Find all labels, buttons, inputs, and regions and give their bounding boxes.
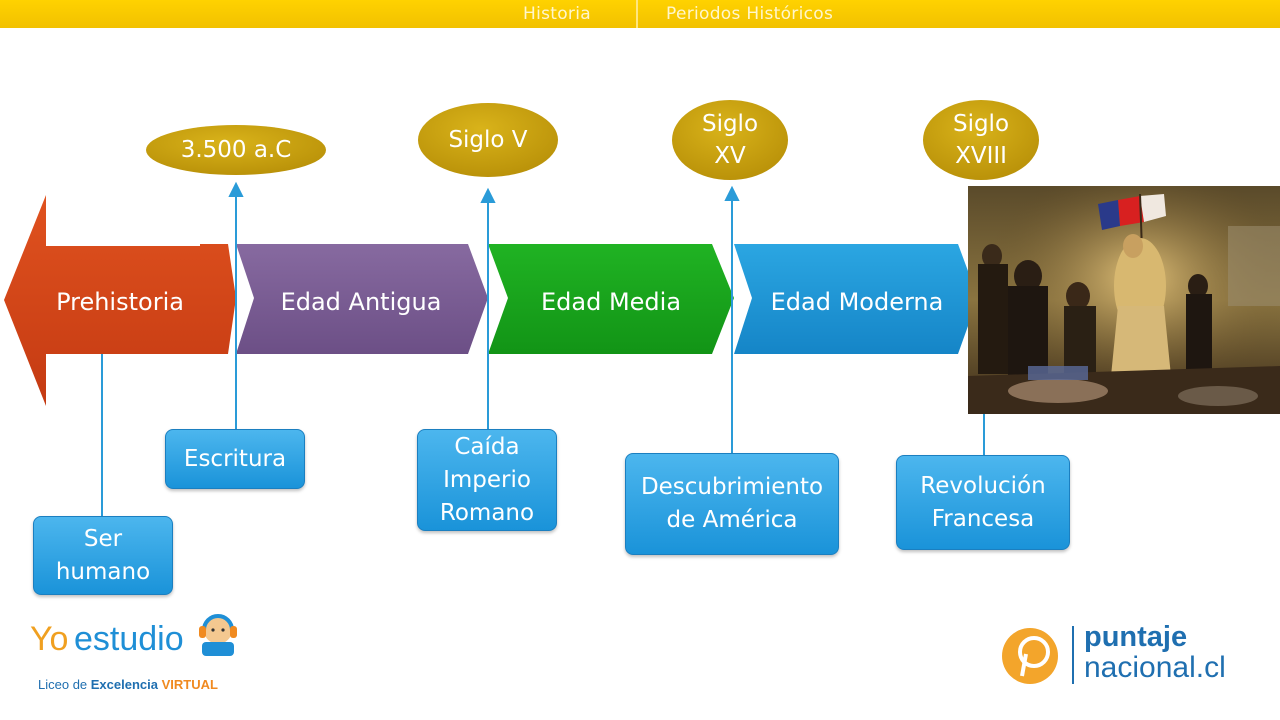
event-line: Imperio (443, 466, 531, 493)
period-arrow-edad-media (488, 244, 734, 354)
student-headphones-icon (199, 614, 237, 656)
event-line: Romano (439, 499, 535, 526)
revolution-painting-image (968, 186, 1280, 414)
period-label-edad-antigua: Edad Antigua (280, 288, 442, 316)
period-label-prehistoria: Prehistoria (56, 288, 184, 316)
date-line: XV (714, 143, 746, 169)
tagline-part: VIRTUAL (161, 677, 218, 692)
date-text-3500ac: 3.500 a.C (146, 134, 326, 166)
date-oval-siglo-xv (672, 100, 788, 180)
date-text-siglo-xv: Siglo XV (672, 108, 788, 172)
event-line: Francesa (931, 505, 1035, 532)
painting-illustration (968, 186, 1280, 414)
event-line: Caída (454, 433, 520, 460)
logo-divider (1072, 626, 1074, 684)
breadcrumb-subject: Historia (523, 4, 591, 24)
date-oval-siglo-v (418, 103, 558, 177)
event-line: Escritura (183, 445, 287, 472)
date-line: 3.500 a.C (180, 137, 292, 163)
date-line: Siglo V (448, 127, 528, 153)
period-label-edad-media: Edad Media (540, 288, 682, 316)
period-arrow-edad-antigua (236, 244, 488, 354)
event-box-ser-humano: Ser humano (33, 516, 173, 595)
logo-puntaje-text: puntaje (1084, 621, 1188, 653)
puntaje-orange-circle-icon (1002, 628, 1058, 684)
arrowhead-caida-imperio (480, 187, 496, 203)
logo-estudio-text: estudio (74, 620, 184, 658)
period-arrow-prehistoria (4, 195, 236, 406)
breadcrumb-divider (636, 0, 638, 28)
event-line: Descubrimiento (640, 474, 824, 500)
logo-yo-text: Yo (30, 620, 69, 658)
arrowhead-descubrimiento (724, 185, 740, 201)
date-line: XVIII (955, 143, 1007, 169)
logo-tagline: Liceo de Excelencia VIRTUAL (38, 677, 218, 692)
date-text-siglo-v: Siglo V (418, 124, 558, 156)
event-line: Revolución (920, 472, 1046, 499)
yo-estudio-logo: Yo estudio Liceo de Excelencia VIRTUAL (30, 614, 250, 692)
tagline-part: Excelencia (90, 677, 162, 692)
tagline-part: Liceo de (38, 677, 91, 692)
logo-nacional-text: nacional.cl (1084, 651, 1226, 684)
header-bar: Historia Periodos Históricos (0, 0, 1280, 28)
date-line: Siglo (952, 111, 1010, 137)
event-line: humano (55, 558, 151, 585)
period-arrow-edad-moderna (734, 244, 978, 354)
event-line: de América (666, 507, 798, 533)
date-text-siglo-xviii: Siglo XVIII (923, 108, 1039, 172)
event-line: Ser (83, 525, 123, 552)
breadcrumb-topic: Periodos Históricos (666, 4, 834, 24)
arrowhead-escritura (228, 181, 244, 197)
period-label-edad-moderna: Edad Moderna (770, 288, 944, 316)
date-oval-siglo-xviii (923, 100, 1039, 180)
event-box-descubrimiento-america: Descubrimiento de América (625, 453, 839, 555)
date-oval-3500ac (146, 125, 326, 175)
date-line: Siglo (701, 111, 759, 137)
event-box-escritura: Escritura (165, 429, 305, 489)
